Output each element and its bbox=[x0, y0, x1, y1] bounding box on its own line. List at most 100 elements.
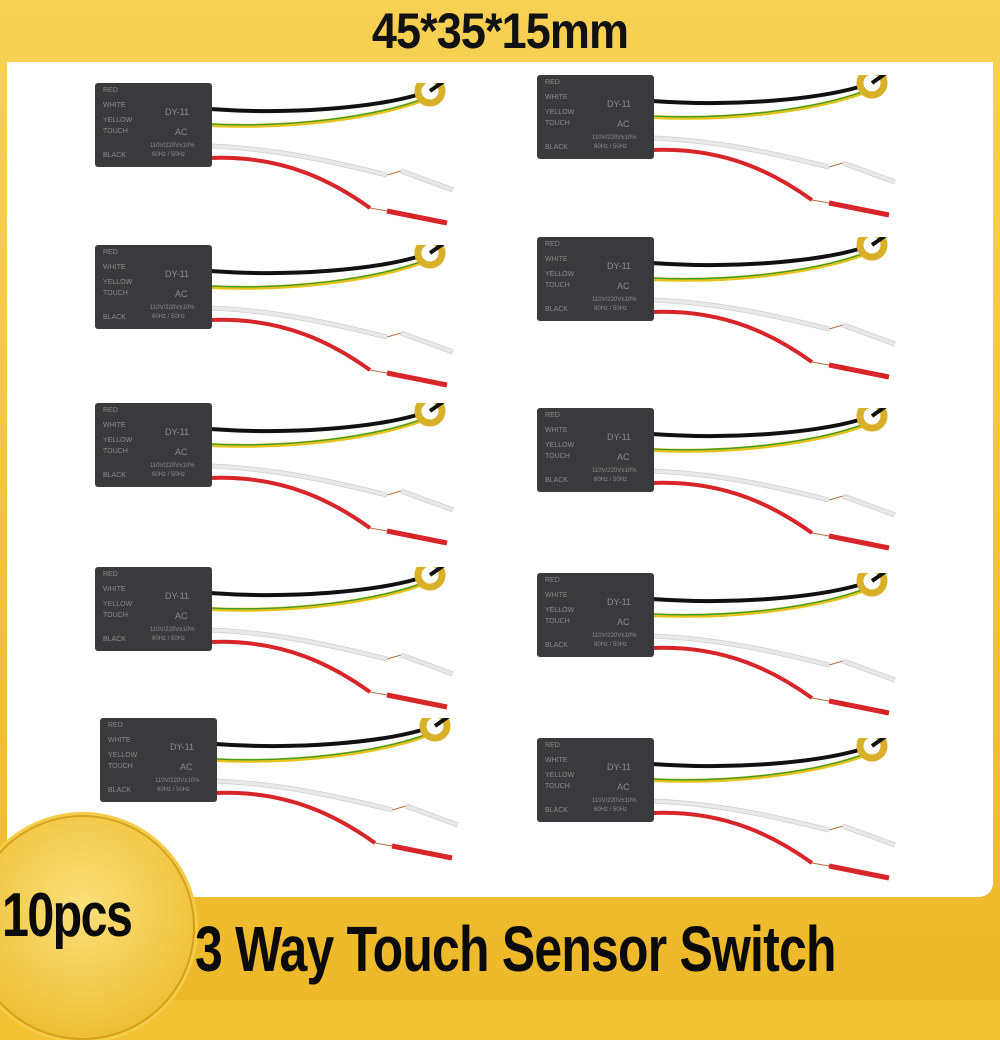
black-wire bbox=[651, 583, 860, 604]
label-black: BLACK bbox=[545, 807, 568, 814]
label-ac: AC bbox=[617, 452, 630, 462]
label-yellow: YELLOW bbox=[545, 442, 575, 449]
label-white: WHITE bbox=[108, 737, 131, 744]
label-frequency: 60Hz / 50Hz bbox=[594, 144, 628, 150]
red-wire bbox=[651, 147, 814, 202]
yellow-green-wire bbox=[214, 734, 426, 763]
label-voltage: 110V/220V±10% bbox=[150, 627, 195, 633]
touch-ring-terminal bbox=[414, 83, 446, 107]
label-white: WHITE bbox=[103, 422, 126, 429]
black-wire bbox=[209, 93, 418, 114]
label-model: DY-11 bbox=[607, 597, 632, 607]
label-red: RED bbox=[103, 87, 118, 94]
wires bbox=[209, 245, 454, 388]
label-black: BLACK bbox=[545, 144, 568, 151]
label-yellow: YELLOW bbox=[103, 279, 133, 286]
label-touch: TOUCH bbox=[545, 120, 570, 127]
touch-ring-terminal bbox=[856, 573, 888, 597]
label-red: RED bbox=[545, 412, 560, 419]
yellow-green-wire bbox=[651, 91, 863, 120]
label-model: DY-11 bbox=[165, 591, 190, 601]
module-body: RED WHITE YELLOW TOUCH BLACK DY-11 AC 11… bbox=[100, 718, 217, 802]
black-wire bbox=[209, 413, 418, 434]
touch-ring-terminal bbox=[856, 237, 888, 261]
label-voltage: 110V/220V±10% bbox=[592, 633, 637, 639]
yellow-green-wire bbox=[209, 583, 421, 612]
label-black: BLACK bbox=[103, 472, 126, 479]
module-body: RED WHITE YELLOW TOUCH BLACK DY-11 AC 11… bbox=[537, 738, 654, 822]
label-yellow: YELLOW bbox=[545, 607, 575, 614]
yellow-green-wire bbox=[209, 419, 421, 448]
size-title: 45*35*15mm bbox=[371, 3, 629, 59]
label-ac: AC bbox=[175, 127, 188, 137]
touch-ring-terminal bbox=[856, 738, 888, 762]
module-body: RED WHITE YELLOW TOUCH BLACK DY-11 AC 11… bbox=[537, 573, 654, 657]
yellow-green-wire bbox=[209, 99, 421, 128]
label-white: WHITE bbox=[545, 256, 568, 263]
label-red: RED bbox=[545, 742, 560, 749]
label-voltage: 110V/220V±10% bbox=[592, 798, 637, 804]
label-model: DY-11 bbox=[607, 99, 632, 109]
label-ac: AC bbox=[617, 281, 630, 291]
label-black: BLACK bbox=[545, 306, 568, 313]
yellow-green-wire bbox=[651, 754, 863, 783]
label-voltage: 110V/220V±10% bbox=[155, 778, 200, 784]
red-wire bbox=[651, 645, 814, 700]
label-frequency: 60Hz / 50Hz bbox=[594, 807, 628, 813]
label-voltage: 110V/220V±10% bbox=[150, 463, 195, 469]
label-model: DY-11 bbox=[607, 432, 632, 442]
label-frequency: 60Hz / 50Hz bbox=[152, 472, 186, 478]
label-ac: AC bbox=[617, 119, 630, 129]
label-voltage: 110V/220V±10% bbox=[592, 297, 637, 303]
label-model: DY-11 bbox=[165, 107, 190, 117]
touch-switch-module: RED WHITE YELLOW TOUCH BLACK DY-11 AC 11… bbox=[95, 83, 465, 233]
wires bbox=[651, 573, 896, 716]
label-voltage: 110V/220V±10% bbox=[592, 135, 637, 141]
module-body: RED WHITE YELLOW TOUCH BLACK DY-11 AC 11… bbox=[95, 245, 212, 329]
label-black: BLACK bbox=[103, 314, 126, 321]
label-ac: AC bbox=[617, 617, 630, 627]
label-frequency: 60Hz / 50Hz bbox=[157, 787, 191, 793]
red-wire bbox=[209, 317, 372, 372]
label-ac: AC bbox=[180, 762, 193, 772]
label-voltage: 110V/220V±10% bbox=[150, 143, 195, 149]
red-wire bbox=[209, 639, 372, 694]
label-ac: AC bbox=[175, 447, 188, 457]
wires bbox=[209, 403, 454, 546]
touch-ring-terminal bbox=[419, 718, 451, 742]
red-wire bbox=[651, 309, 814, 364]
yellow-green-wire bbox=[651, 253, 863, 282]
black-wire bbox=[209, 577, 418, 598]
yellow-green-wire bbox=[209, 261, 421, 290]
label-touch: TOUCH bbox=[545, 453, 570, 460]
label-touch: TOUCH bbox=[103, 128, 128, 135]
touch-switch-module: RED WHITE YELLOW TOUCH BLACK DY-11 AC 11… bbox=[95, 245, 465, 395]
label-white: WHITE bbox=[545, 757, 568, 764]
touch-switch-module: RED WHITE YELLOW TOUCH BLACK DY-11 AC 11… bbox=[95, 567, 465, 717]
label-model: DY-11 bbox=[170, 742, 195, 752]
touch-ring-terminal bbox=[414, 567, 446, 591]
label-yellow: YELLOW bbox=[103, 117, 133, 124]
label-white: WHITE bbox=[545, 94, 568, 101]
label-model: DY-11 bbox=[165, 269, 190, 279]
yellow-green-wire bbox=[651, 424, 863, 453]
red-wire bbox=[651, 480, 814, 535]
label-yellow: YELLOW bbox=[545, 772, 575, 779]
label-red: RED bbox=[545, 241, 560, 248]
quantity-text: 10pcs bbox=[2, 881, 133, 950]
label-yellow: YELLOW bbox=[545, 109, 575, 116]
wires bbox=[209, 83, 454, 226]
wires bbox=[651, 738, 896, 881]
wires bbox=[209, 567, 454, 710]
module-body: RED WHITE YELLOW TOUCH BLACK DY-11 AC 11… bbox=[95, 567, 212, 651]
label-frequency: 60Hz / 50Hz bbox=[152, 152, 186, 158]
label-red: RED bbox=[545, 577, 560, 584]
label-black: BLACK bbox=[545, 642, 568, 649]
label-touch: TOUCH bbox=[103, 290, 128, 297]
label-voltage: 110V/220V±10% bbox=[592, 468, 637, 474]
yellow-green-wire bbox=[651, 589, 863, 618]
black-wire bbox=[214, 728, 423, 749]
label-yellow: YELLOW bbox=[103, 437, 133, 444]
module-body: RED WHITE YELLOW TOUCH BLACK DY-11 AC 11… bbox=[537, 75, 654, 159]
label-white: WHITE bbox=[545, 592, 568, 599]
